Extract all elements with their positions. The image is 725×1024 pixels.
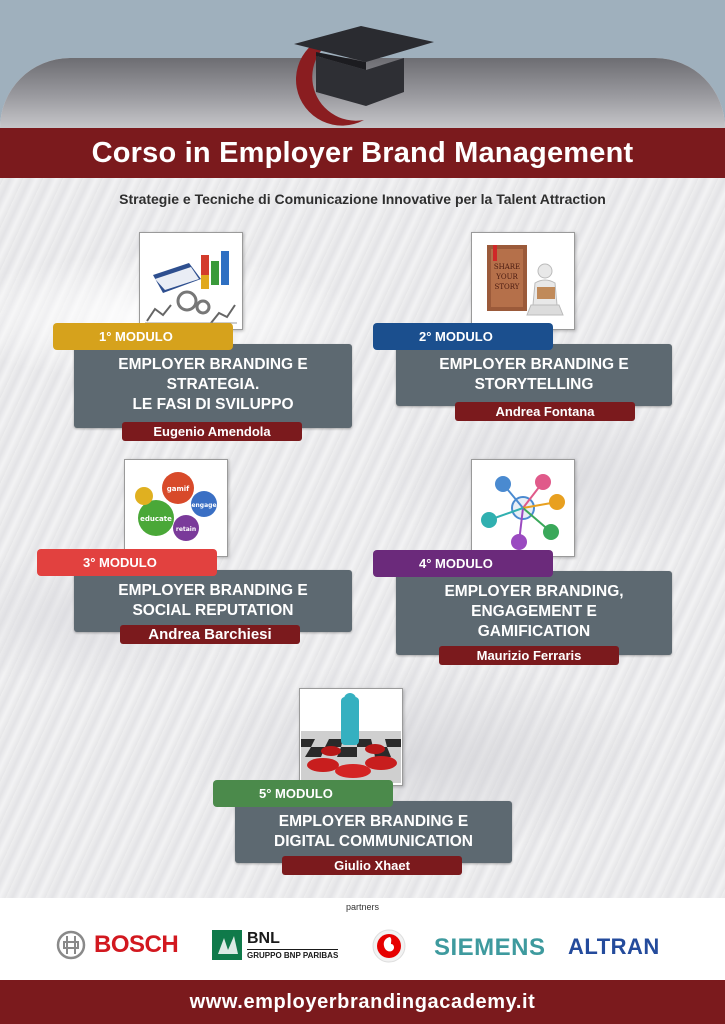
- module-5-title-line: EMPLOYER BRANDING E: [278, 813, 469, 830]
- module-4-title-line: GAMIFICATION: [477, 623, 591, 640]
- module-2-tag: 2° MODULO: [373, 323, 553, 350]
- module-2-speaker: Andrea Fontana: [455, 402, 635, 421]
- module-3-tag: 3° MODULO: [37, 549, 217, 576]
- module-3-box: EMPLOYER BRANDING E SOCIAL REPUTATION: [74, 570, 352, 632]
- footer-bar: www.employerbrandingacademy.it: [0, 980, 725, 1024]
- module-5-image: [299, 688, 403, 786]
- book-text-your: YOUR: [495, 273, 518, 281]
- partner-bosch: BOSCH: [56, 930, 179, 960]
- module-4-title-line: EMPLOYER BRANDING,: [444, 583, 624, 600]
- module-5-box: EMPLOYER BRANDING E DIGITAL COMMUNICATIO…: [235, 801, 512, 863]
- partner-bosch-name: BOSCH: [94, 931, 179, 958]
- page-title: Corso in Employer Brand Management: [91, 136, 634, 169]
- partners-area: partners BOSCH BNL GRUPPO BNP PARIBAS: [0, 898, 725, 980]
- module-3-speaker: Andrea Barchiesi: [120, 625, 300, 644]
- module-3-title-line: EMPLOYER BRANDING E: [118, 582, 308, 599]
- social-network-icon: [481, 474, 565, 550]
- bnl-stars-icon: [212, 930, 242, 960]
- module-1-box: EMPLOYER BRANDING E STRATEGIA. LE FASI D…: [74, 344, 352, 428]
- module-1-title-line: LE FASI DI SVILUPPO: [132, 396, 294, 413]
- business-charts-icon: [145, 251, 237, 324]
- module-4-box: EMPLOYER BRANDING, ENGAGEMENT E GAMIFICA…: [396, 571, 672, 655]
- module-1-tag: 1° MODULO: [53, 323, 233, 350]
- book-text-share: SHARE: [494, 263, 520, 271]
- academy-cap-logo-icon: [294, 26, 434, 126]
- module-1-image: [139, 232, 243, 330]
- footer-url-link[interactable]: www.employerbrandingacademy.it: [189, 990, 536, 1013]
- module-4-title-line: ENGAGEMENT E: [471, 603, 597, 620]
- module-3-image: gamif engage educate retain: [124, 459, 228, 557]
- book-text-story: STORY: [495, 283, 520, 291]
- module-5-tag: 5° MODULO: [213, 780, 393, 807]
- gear-text-engage: engage: [191, 502, 216, 509]
- partner-altran: ALTRAN: [568, 934, 660, 960]
- bosch-armature-icon: [56, 930, 86, 960]
- gamification-gears-icon: gamif engage educate retain: [135, 472, 217, 541]
- paper-background: [0, 58, 725, 908]
- share-your-story-book-icon: SHARE YOUR STORY: [487, 245, 564, 316]
- partner-bnl-name: BNL: [247, 929, 280, 947]
- page-subtitle: Strategie e Tecniche di Comunicazione In…: [119, 191, 606, 207]
- gear-text-gamif: gamif: [167, 485, 190, 493]
- module-4-image: [471, 459, 575, 557]
- module-2-image: SHARE YOUR STORY: [471, 232, 575, 330]
- module-2-title-line: EMPLOYER BRANDING E: [439, 356, 629, 373]
- module-3-title-line: SOCIAL REPUTATION: [132, 602, 294, 619]
- partner-bnl-sub: GRUPPO BNP PARIBAS: [247, 948, 339, 960]
- partner-vodafone: [372, 929, 406, 963]
- reputation-chess-icon: [301, 691, 401, 783]
- gear-text-retain: retain: [176, 526, 196, 533]
- vodafone-logo-icon: [372, 929, 406, 963]
- partner-bnl: BNL GRUPPO BNP PARIBAS: [212, 929, 339, 960]
- partner-altran-name: ALTRAN: [568, 934, 660, 959]
- module-1-speaker: Eugenio Amendola: [122, 422, 302, 441]
- partners-label: partners: [345, 902, 380, 912]
- module-5-speaker: Giulio Xhaet: [282, 856, 462, 875]
- module-2-title-line: STORYTELLING: [474, 376, 594, 393]
- module-4-tag: 4° MODULO: [373, 550, 553, 577]
- module-5-title-line: DIGITAL COMMUNICATION: [274, 833, 473, 850]
- module-4-speaker: Maurizio Ferraris: [439, 646, 619, 665]
- module-1-title-line: STRATEGIA.: [166, 376, 260, 393]
- title-bar: Corso in Employer Brand Management: [0, 128, 725, 178]
- module-2-box: EMPLOYER BRANDING E STORYTELLING: [396, 344, 672, 406]
- module-1-title-line: EMPLOYER BRANDING E: [118, 356, 308, 373]
- partner-siemens-name: SIEMENS: [434, 934, 546, 961]
- gear-text-educate: educate: [140, 515, 172, 523]
- partner-siemens: SIEMENS: [434, 934, 546, 962]
